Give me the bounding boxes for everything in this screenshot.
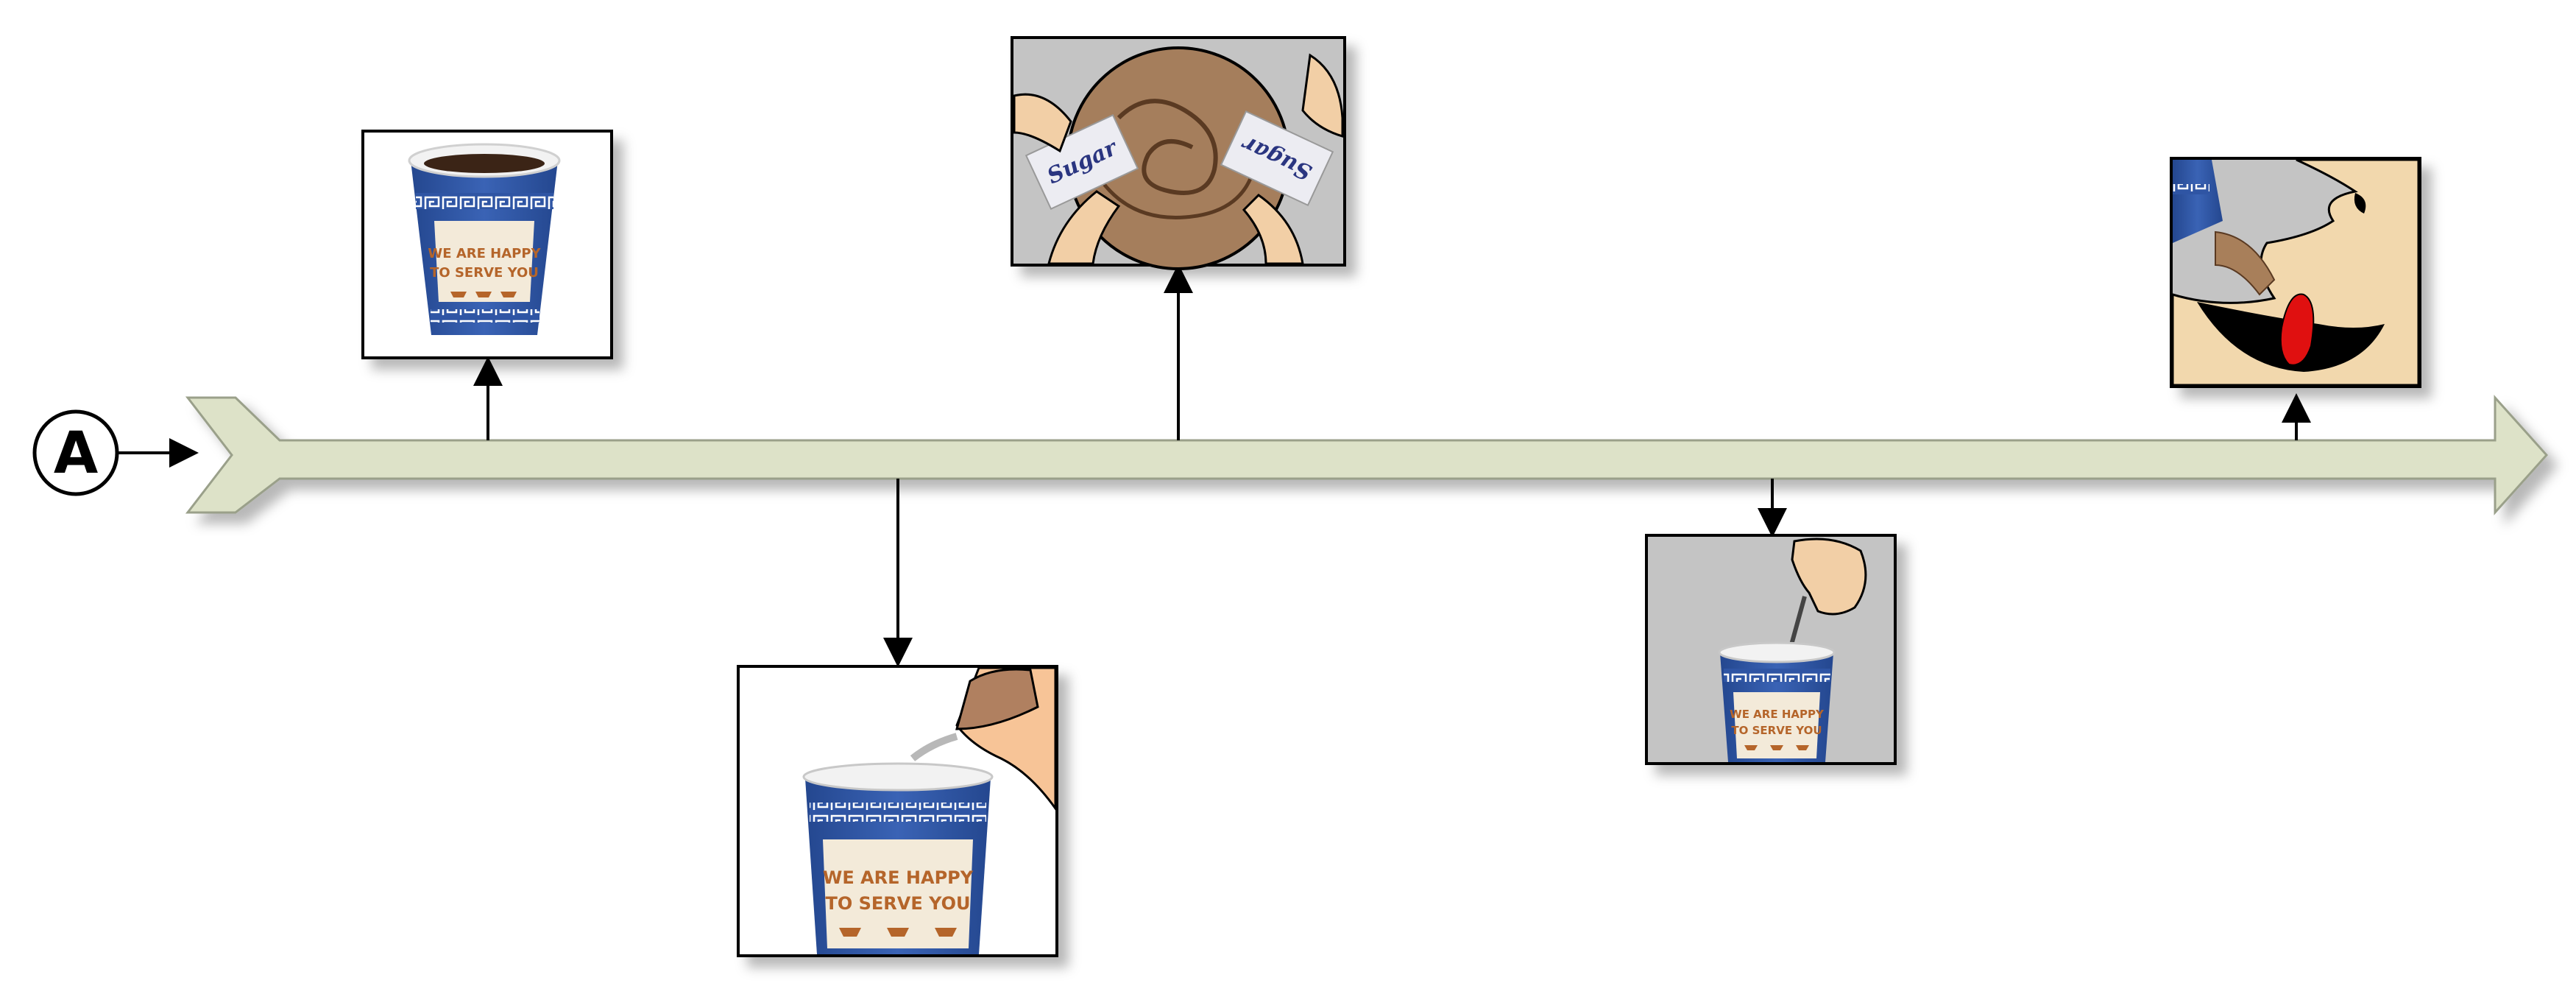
cup-slogan-line2: TO SERVE YOU <box>825 893 970 914</box>
stirring-spoon-icon: WE ARE HAPPY TO SERVE YOU <box>1718 538 1867 762</box>
start-marker-letter: A <box>54 420 98 487</box>
cup-slogan-line2: TO SERVE YOU <box>430 265 539 281</box>
milk-pour-icon: WE ARE HAPPY TO SERVE YOU <box>802 666 1057 954</box>
cup-slogan-line1: WE ARE HAPPY <box>1730 708 1825 721</box>
sugar-packets-icon: Sugar Sugar <box>1013 46 1344 270</box>
drinking-mouth-icon <box>2171 158 2420 387</box>
cup-slogan-line1: WE ARE HAPPY <box>428 246 541 261</box>
cup-slogan-line1: WE ARE HAPPY <box>823 867 974 888</box>
start-marker: A <box>32 409 199 496</box>
step-cup-of-coffee: WE ARE HAPPY TO SERVE YOU <box>361 130 613 359</box>
step-drink <box>2170 157 2421 388</box>
step-pour-milk: WE ARE HAPPY TO SERVE YOU <box>737 665 1058 957</box>
cup-slogan-line2: TO SERVE YOU <box>1731 724 1822 737</box>
step-add-sugar: Sugar Sugar <box>1011 36 1346 270</box>
timeline-arrow <box>185 395 2549 515</box>
coffee-cup-icon: WE ARE HAPPY TO SERVE YOU <box>408 143 561 335</box>
connectors <box>473 264 2311 667</box>
step-stir: WE ARE HAPPY TO SERVE YOU <box>1645 534 1897 765</box>
start-marker-circle <box>32 409 119 496</box>
